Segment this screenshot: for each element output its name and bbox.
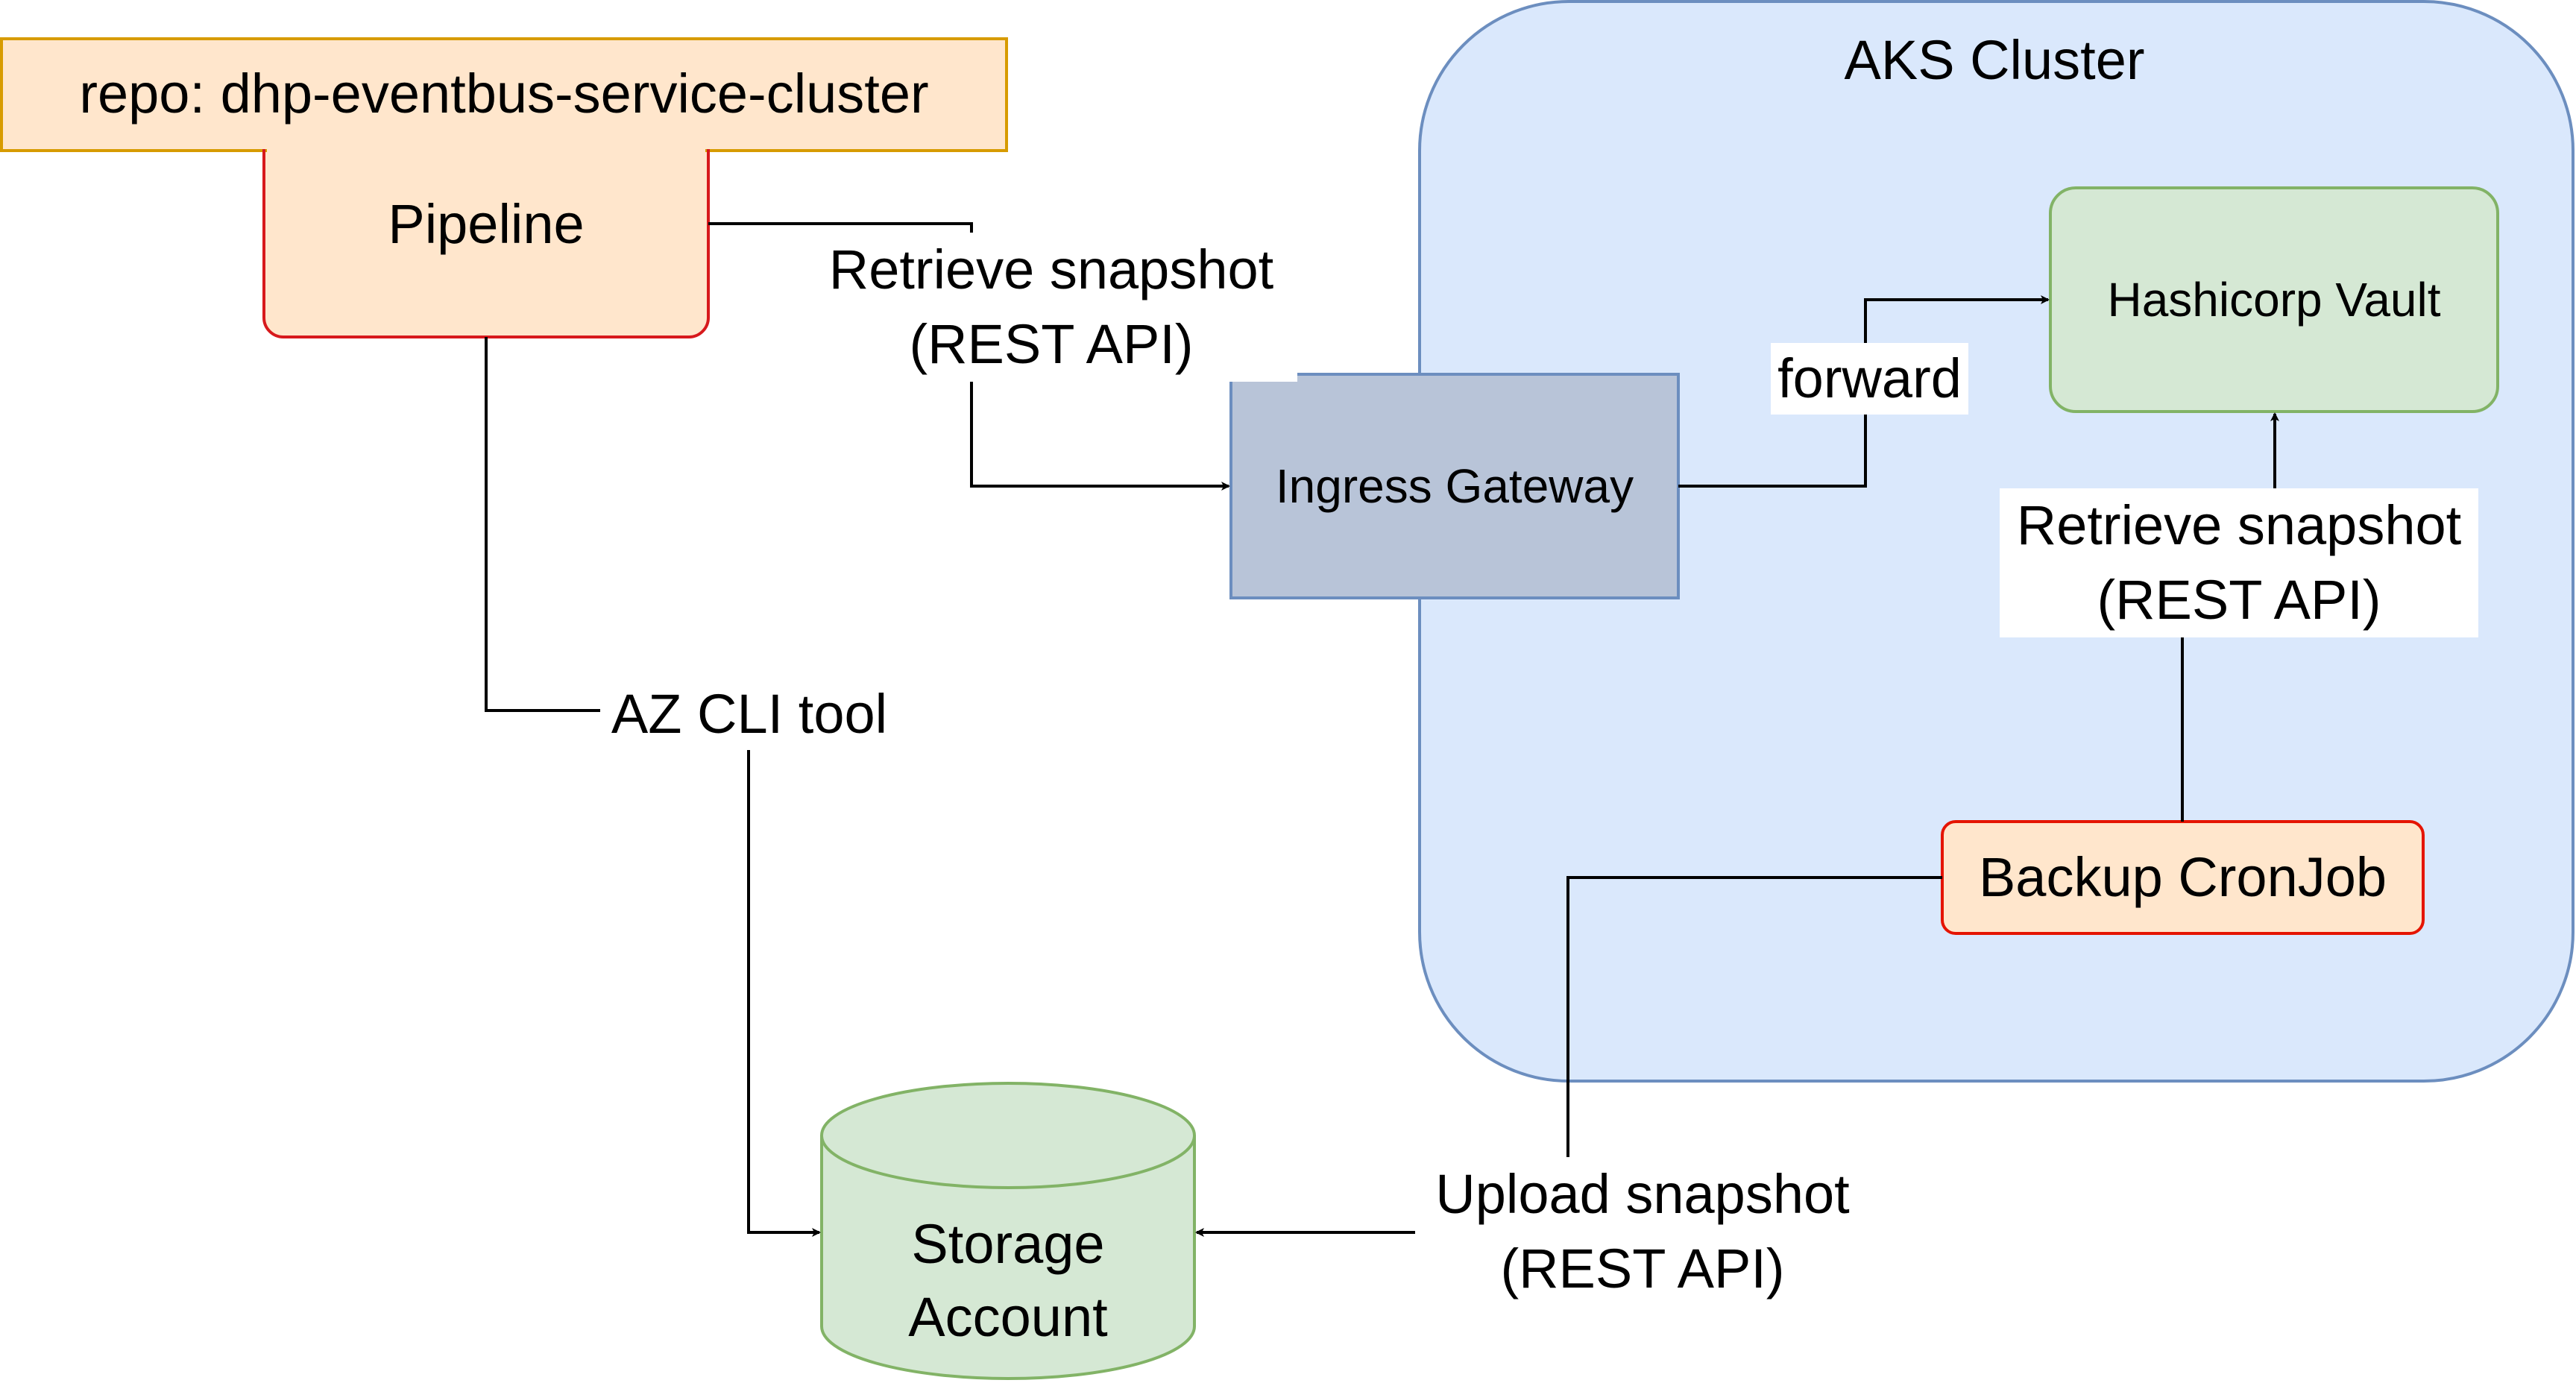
gateway-box xyxy=(1229,373,1680,599)
edge-label-az-cli: AZ CLI tool xyxy=(600,678,898,750)
gateway-label: Ingress Gateway xyxy=(1275,459,1634,513)
repo-pipeline-joint xyxy=(267,148,705,155)
storage-cylinder-top xyxy=(820,1082,1196,1189)
edge-pipeline-to-storage xyxy=(485,337,821,1237)
vault-label: Hashicorp Vault xyxy=(2107,273,2441,327)
aks-cluster-title: AKS Cluster xyxy=(1844,29,2145,91)
edge-label-cronjob-to-vault: Retrieve snapshot (REST API) xyxy=(2000,488,2478,637)
storage-label: Storage Account xyxy=(908,1213,1108,1348)
edge-cronjob-to-storage xyxy=(1195,876,1942,1237)
cronjob-label: Backup CronJob xyxy=(1978,846,2387,908)
edge-label-upload-snapshot: Upload snapshot (REST API) xyxy=(1415,1157,1870,1306)
pipeline-label: Pipeline xyxy=(388,193,585,255)
repo-label: repo: dhp-eventbus-service-cluster xyxy=(79,63,929,125)
storage-cylinder-body xyxy=(820,1135,1196,1380)
vault-box xyxy=(2049,186,2499,413)
edge-label-pipeline-to-gateway: Retrieve snapshot (REST API) xyxy=(805,233,1297,382)
edge-label-forward: forward xyxy=(1771,343,1968,415)
